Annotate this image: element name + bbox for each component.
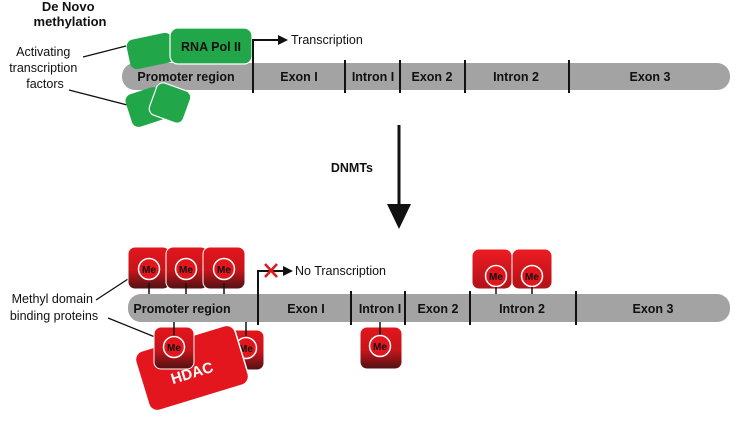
pointer-line-upper	[82, 45, 127, 58]
me-label: Me	[239, 344, 253, 355]
activating-factors-label: Activating transcription factors	[9, 45, 81, 91]
activating-label-line-3: factors	[26, 77, 64, 91]
transcription-label: Transcription	[291, 33, 363, 47]
title-line-2: methylation	[34, 14, 107, 29]
me-label: Me	[217, 265, 231, 276]
mbd-protein-below-1: Me	[153, 322, 195, 370]
me-label: Me	[142, 265, 156, 276]
me-label: Me	[373, 342, 387, 353]
mbd-protein-1: Me	[127, 246, 171, 294]
methyl-pointer-lower	[107, 317, 156, 338]
methyl-label-line-1: Methyl domain	[12, 292, 93, 306]
me-label: Me	[167, 343, 181, 354]
top-segment-exon-3: Exon 3	[630, 70, 671, 84]
title-line-1: De Novo	[42, 0, 95, 14]
top-dna-strand	[122, 60, 730, 93]
bottom-segment-promoter: Promoter region	[133, 302, 230, 316]
mbd-protein-2: Me	[165, 246, 209, 294]
rna-pol-ii: RNA Pol II	[169, 27, 253, 65]
activating-factor-blobs	[125, 32, 192, 127]
dnmts-label: DNMTs	[331, 161, 373, 175]
factor-blob-lower-right	[148, 82, 192, 124]
mbd-protein-intron2-1: Me	[471, 248, 513, 294]
transcription-arrow	[252, 35, 288, 63]
activating-label-line-1: Activating	[16, 45, 70, 59]
mbd-protein-intron1: Me	[359, 322, 403, 370]
me-label: Me	[489, 272, 503, 283]
no-transcription-label: No Transcription	[295, 264, 386, 278]
bottom-dna-strand	[128, 291, 730, 325]
x-mark-icon	[264, 263, 278, 278]
dnmts-arrow	[387, 125, 411, 229]
mbd-protein-3: Me	[202, 246, 246, 294]
top-segment-exon-1: Exon I	[280, 70, 318, 84]
bottom-segment-intron-1: Intron I	[359, 302, 401, 316]
methyl-binding-label: Methyl domain binding proteins	[10, 292, 98, 323]
rna-pol-label: RNA Pol II	[181, 40, 241, 54]
methyl-pointer-upper	[95, 278, 129, 301]
top-segment-exon-2: Exon 2	[412, 70, 453, 84]
pointer-line-lower	[68, 89, 132, 107]
bottom-segment-exon-1: Exon I	[287, 302, 325, 316]
activating-label-line-2: transcription	[9, 61, 77, 75]
bottom-segment-intron-2: Intron 2	[499, 302, 545, 316]
me-label: Me	[525, 272, 539, 283]
bottom-segment-exon-3: Exon 3	[633, 302, 674, 316]
diagram-title: De Novo methylation	[34, 0, 107, 29]
top-segment-promoter: Promoter region	[137, 70, 234, 84]
blocked-transcription-arrow	[257, 266, 293, 294]
mbd-protein-intron2-2: Me	[511, 248, 553, 294]
top-segment-intron-1: Intron I	[352, 70, 394, 84]
top-segment-intron-2: Intron 2	[493, 70, 539, 84]
bottom-segment-exon-2: Exon 2	[418, 302, 459, 316]
me-label: Me	[179, 265, 193, 276]
methyl-label-line-2: binding proteins	[10, 309, 98, 323]
factor-blob-upper	[126, 32, 176, 70]
